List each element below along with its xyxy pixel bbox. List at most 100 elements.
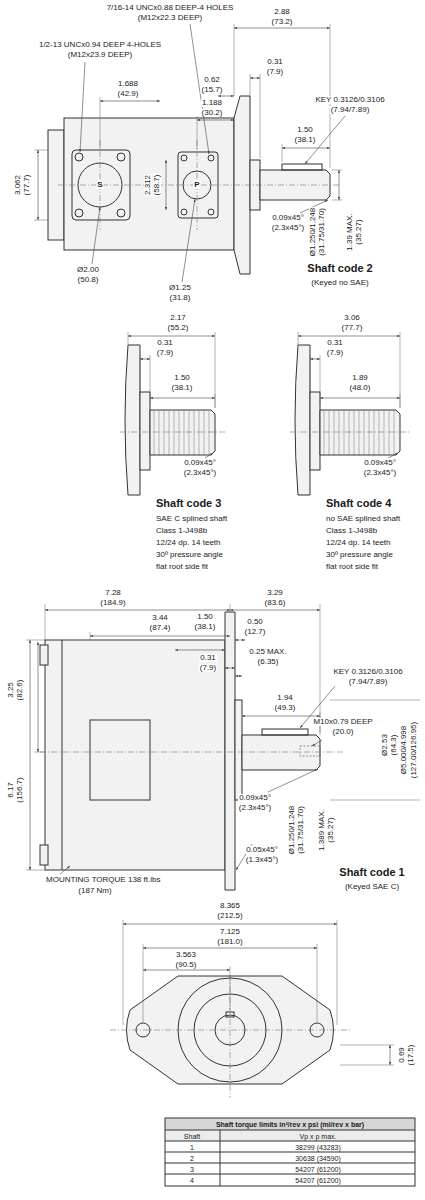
dimension-label: MOUNTING TORQUE 138 ft.lbs bbox=[45, 876, 161, 884]
dimension-label: (7.94/7.89) bbox=[348, 678, 389, 686]
splined-shaft-view bbox=[120, 345, 410, 495]
dimension-label: KEY 0.3126/0.3106 bbox=[332, 668, 403, 676]
pump-side-view bbox=[90, 720, 150, 800]
table-cell: 1 bbox=[189, 1143, 195, 1150]
dimension-label: (31.8) bbox=[169, 294, 192, 302]
dimension-label: KEY 0.3126/0.3106 bbox=[314, 96, 385, 104]
spline-teeth bbox=[389, 410, 390, 455]
dimension-label: (77.7) bbox=[23, 174, 31, 197]
pump-side-view bbox=[40, 845, 48, 865]
pump-side-view bbox=[40, 645, 48, 665]
dimension-label: (83.6) bbox=[264, 599, 287, 607]
dimension-label: (38.1) bbox=[171, 384, 194, 392]
dimension-line bbox=[218, 96, 234, 97]
dimension-line bbox=[230, 610, 320, 611]
spline-teeth bbox=[179, 410, 180, 455]
dimension-label: 0.09x45° bbox=[238, 794, 272, 802]
dimension-label: (Keyed no SAE) bbox=[310, 279, 369, 287]
dimension-label: (187 Nm) bbox=[77, 887, 112, 895]
dimension-line bbox=[143, 970, 230, 971]
dimension-label: 0.09x45° bbox=[363, 459, 397, 467]
pump-top-view bbox=[117, 209, 125, 217]
dimension-label: (127.00/126.95) bbox=[410, 721, 418, 780]
dimension-label: (7.9) bbox=[199, 664, 217, 672]
dimension-label: 0.09x45° bbox=[183, 459, 217, 467]
spline-teeth bbox=[354, 410, 355, 455]
dimension-label: (M12x22.3 DEEP) bbox=[137, 14, 203, 22]
spline-teeth bbox=[189, 410, 190, 455]
dimension-label: (31.75/31.70) bbox=[318, 207, 326, 257]
spline-teeth bbox=[344, 410, 345, 455]
dimension-label: 0.31 bbox=[199, 654, 217, 662]
pump-top-view bbox=[208, 155, 214, 161]
splined-shaft-view bbox=[125, 345, 140, 495]
dimension-label: 7/16-14 UNCx0.88 DEEP-4 HOLES bbox=[106, 4, 235, 12]
dimension-line bbox=[100, 101, 160, 102]
dimension-line bbox=[128, 332, 400, 408]
dimension-label: Ø1.250/1.248 bbox=[309, 207, 317, 257]
dimension-label: 7.125 bbox=[219, 928, 241, 936]
spline-teeth bbox=[324, 410, 325, 455]
dimension-label: (35.27) bbox=[355, 218, 363, 245]
dimension-label: SAE C splined shaft bbox=[155, 515, 228, 523]
dimension-label: 0.69 bbox=[398, 1046, 406, 1064]
pump-side-view bbox=[45, 640, 225, 870]
dimension-label: flat root side fit bbox=[155, 563, 209, 571]
pump-top-view bbox=[75, 153, 83, 161]
dimension-label: (2.3x45°) bbox=[363, 469, 398, 477]
splined-shaft-view bbox=[290, 432, 410, 433]
view-caption: Shaft code 4 bbox=[325, 498, 392, 509]
dimension-label: 8.365 bbox=[219, 902, 241, 910]
pump-side-view bbox=[242, 735, 320, 770]
dimension-line bbox=[225, 668, 235, 669]
spline-teeth bbox=[169, 410, 170, 455]
dimension-line bbox=[38, 150, 39, 220]
spline-teeth bbox=[384, 410, 385, 455]
dimension-label: 1.50 bbox=[296, 126, 314, 134]
spline-teeth bbox=[329, 410, 330, 455]
dimension-line bbox=[45, 610, 230, 611]
dimension-line bbox=[123, 924, 337, 925]
dimension-label: (2.3x45°) bbox=[238, 804, 273, 812]
pump-top-view bbox=[117, 153, 125, 161]
dimension-label: (73.2) bbox=[271, 18, 294, 26]
dimension-label: 2.17 bbox=[169, 314, 187, 322]
view-caption: Shaft code 2 bbox=[306, 263, 373, 274]
spline-teeth bbox=[359, 410, 360, 455]
pump-top-view bbox=[64, 118, 234, 250]
dimension-label: 3.563 bbox=[175, 951, 197, 959]
dimension-line bbox=[150, 398, 215, 399]
table-cell: Shaft bbox=[183, 1132, 201, 1139]
dimension-line bbox=[143, 948, 317, 949]
dimension-label: (38.1) bbox=[194, 623, 217, 631]
dimension-line bbox=[312, 740, 322, 746]
dimension-line bbox=[310, 359, 320, 360]
dimension-line bbox=[123, 920, 394, 1065]
dimension-line bbox=[34, 24, 342, 220]
dimension-label: (35.27) bbox=[327, 816, 335, 843]
pump-top-view bbox=[58, 140, 340, 230]
dimension-label: 3.29 bbox=[266, 589, 284, 597]
spline-teeth bbox=[164, 410, 165, 455]
dimension-label: (55.2) bbox=[167, 324, 190, 332]
dimension-label: (77.7) bbox=[341, 324, 364, 332]
dimension-label: (212.5) bbox=[216, 912, 243, 920]
spline-teeth bbox=[394, 410, 395, 455]
dimension-label: 1.188 bbox=[201, 99, 223, 107]
spline-teeth bbox=[154, 410, 155, 455]
dimension-label: 0.09x45° bbox=[271, 214, 305, 222]
dimension-label: 7.28 bbox=[104, 589, 122, 597]
dimension-label: Ø5.000/4.998 bbox=[400, 725, 408, 775]
pump-top-view bbox=[75, 209, 83, 217]
dimension-line bbox=[197, 120, 234, 121]
table-cell: Vp x p max. bbox=[299, 1132, 338, 1139]
dimension-label: (2.3x45°) bbox=[183, 469, 218, 477]
dimension-label: (7.94/7.89) bbox=[330, 106, 371, 114]
dimension-line bbox=[26, 604, 420, 874]
dimension-label: 1.389 MAX. bbox=[318, 808, 326, 852]
dimension-label: (50.8) bbox=[77, 276, 100, 284]
dimension-label: (7.9) bbox=[156, 349, 174, 357]
pump-top-view bbox=[181, 155, 187, 161]
torque-table bbox=[165, 1130, 415, 1186]
dimension-label: 2.312 bbox=[144, 174, 152, 196]
